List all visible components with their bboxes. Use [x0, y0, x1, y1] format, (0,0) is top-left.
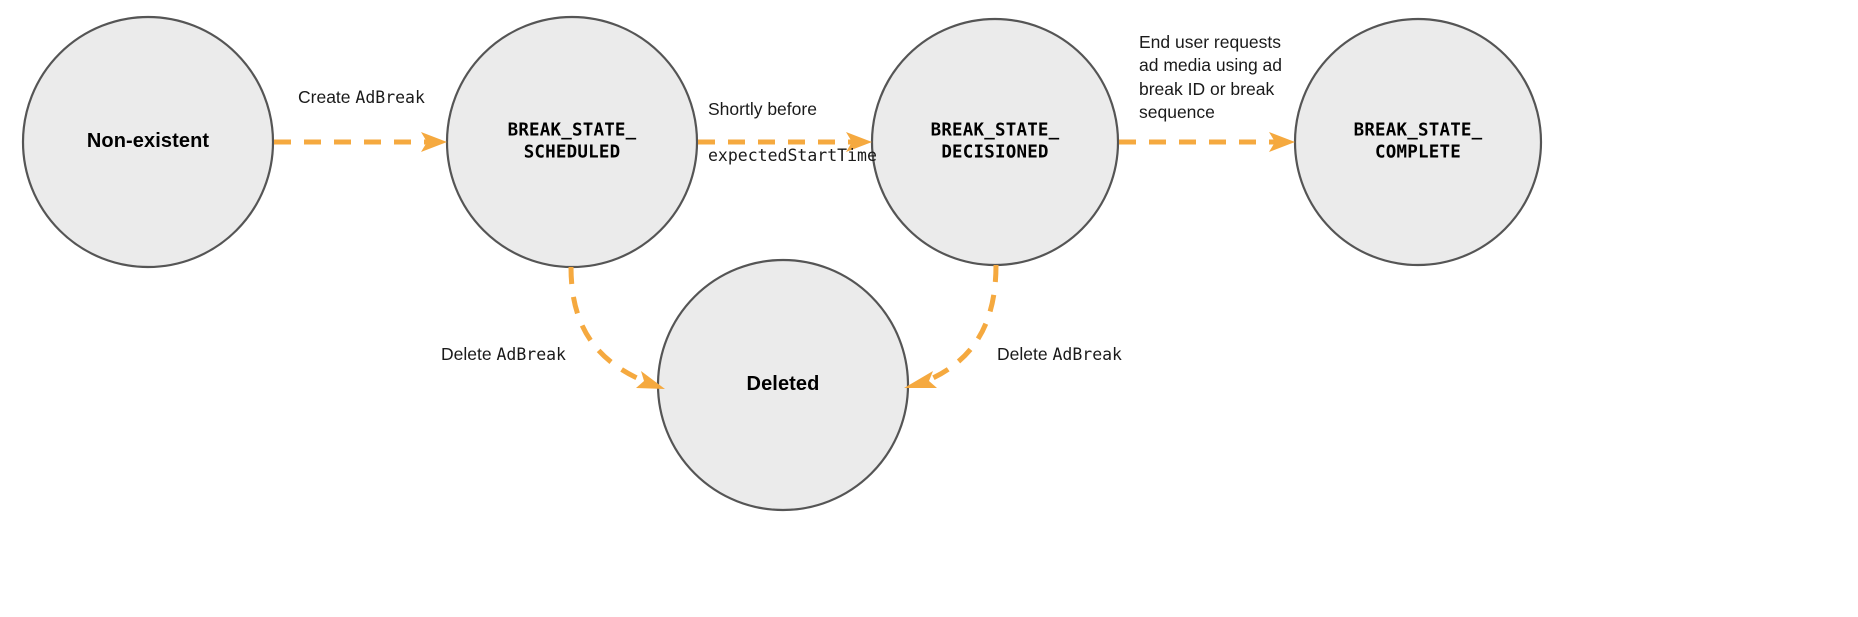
edge-label-delete-adbreak-right-verb: Delete: [997, 344, 1053, 364]
edge-label-delete-adbreak-from-scheduled: Delete AdBreak: [441, 343, 566, 366]
edge-label-create-adbreak: Create AdBreak: [298, 86, 425, 109]
edge-end-user-requests-ad-media[interactable]: [1119, 132, 1295, 152]
edge-create-adbreak[interactable]: [274, 132, 447, 152]
node-break-state-complete[interactable]: [1293, 17, 1543, 267]
edge-delete-adbreak-from-scheduled[interactable]: [568, 266, 665, 389]
edge-label-delete-adbreak-left-verb: Delete: [441, 344, 497, 364]
edge-label-delete-adbreak-left-identifier: AdBreak: [496, 345, 566, 364]
edge-label-shortly-before-expected-start-time: Shortly before expectedStartTime: [708, 75, 877, 190]
edge-label-delete-adbreak-right-identifier: AdBreak: [1052, 345, 1122, 364]
edge-label-shortly-before-line1: Shortly before: [708, 99, 817, 120]
node-deleted[interactable]: [656, 258, 910, 512]
edge-label-end-user-requests-ad-media: End user requests ad media using ad brea…: [1139, 32, 1283, 122]
edge-label-create-adbreak-verb: Create: [298, 87, 356, 107]
edge-shortly-before-expected-start-time[interactable]: [698, 132, 872, 152]
edge-label-delete-adbreak-from-decisioned: Delete AdBreak: [997, 343, 1122, 366]
node-non-existent[interactable]: [21, 15, 275, 269]
node-break-state-decisioned[interactable]: [870, 17, 1120, 267]
edge-label-create-adbreak-identifier: AdBreak: [355, 88, 425, 107]
edge-delete-adbreak-from-decisioned[interactable]: [904, 264, 999, 388]
edge-label-expected-start-time-line2: expectedStartTime: [708, 145, 877, 165]
node-break-state-scheduled[interactable]: [445, 15, 699, 269]
